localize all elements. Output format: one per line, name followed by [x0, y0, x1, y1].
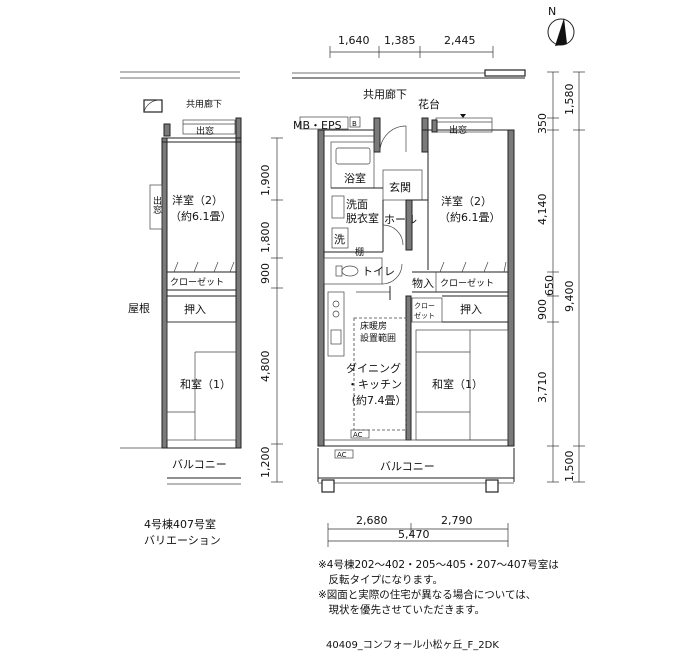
dim-right-b2: 900 — [536, 299, 549, 320]
note-line-1: ※4号棟202～402・205～405・207～407号室は — [318, 559, 559, 571]
note-line-4: 現状を優先させていただきます。 — [318, 604, 485, 616]
washitsu-right-label: 和室（1） — [432, 377, 483, 391]
hanadai-label: 花台 — [418, 97, 440, 111]
top-dimension-line: 1,640 1,385 2,445 — [329, 34, 494, 58]
dim-right-a1: 350 — [536, 113, 549, 134]
b-mark: B — [352, 120, 357, 128]
oshiire-right-label: 押入 — [460, 302, 482, 316]
variation-plan: 共用廊下 出窓 出窓 洋室（2） （約6.1畳） クローゼット 押入 屋根 和室… — [120, 71, 242, 485]
ac-label-1: AC — [353, 431, 363, 439]
bottom-dimension-lines: 2,680 2,790 5,470 — [327, 514, 509, 547]
dim-right-b4: 3,710 — [536, 372, 549, 404]
youshitsu-left-line1: 洋室（2） — [172, 193, 223, 207]
oshiire-left-label: 押入 — [184, 302, 206, 316]
balcony-left-label: バルコニー — [172, 458, 227, 471]
dk-line3: （約7.4畳） — [345, 393, 407, 407]
youshitsu-left-line2: （約6.1畳） — [170, 209, 232, 223]
bathroom-label: 浴室 — [344, 171, 366, 185]
youshitsu-right-line2: （約6.1畳） — [439, 210, 501, 224]
corridor: 共用廊下 花台 — [292, 69, 526, 111]
dim-bottom-2: 2,790 — [441, 514, 473, 527]
dim-left-5: 1,200 — [259, 447, 272, 479]
dim-top-1: 1,640 — [338, 34, 370, 47]
dk-line2: ・キッチン — [347, 378, 402, 391]
compass-letter: N — [548, 5, 556, 18]
dim-right-b5: 1,500 — [563, 451, 576, 483]
closet-right-label: クローゼット — [440, 277, 494, 289]
variation-caption: 4号棟407号室 バリエーション — [144, 517, 221, 549]
dim-right-total: 9,400 — [563, 281, 576, 313]
yane-label: 屋根 — [128, 301, 150, 315]
closet-small-line2: ゼット — [414, 311, 435, 320]
dim-right-b1: 4,140 — [536, 194, 549, 226]
wash-label: 洗 — [334, 233, 345, 246]
dim-bottom-1: 2,680 — [356, 514, 388, 527]
note-line-2: 反転タイプになります。 — [318, 574, 443, 586]
ac-label-2: AC — [337, 451, 347, 459]
plan-code: 40409_コンフォール小松ヶ丘_F_2DK — [326, 640, 499, 651]
washroom-line1: 洗面 — [346, 198, 368, 211]
right-dimension-lines: 350 1,580 4,140 900 650 3,710 1,500 9,40… — [536, 71, 585, 483]
toilet-label: トイレ — [362, 265, 395, 278]
caption-line1: 4号棟407号室 — [144, 518, 216, 531]
shared-corridor-left-label: 共用廊下 — [186, 98, 222, 110]
caption-line2: バリエーション — [144, 534, 221, 547]
note-line-3: ※図面と実際の住宅が異なる場合については、 — [318, 589, 537, 601]
dim-left-4: 4,800 — [259, 351, 272, 383]
dim-right-b3: 650 — [543, 275, 556, 296]
demado-right-label: 出窓 — [449, 124, 467, 136]
monoire-label: 物入 — [412, 276, 434, 290]
notes: ※4号棟202～402・205～405・207～407号室は 反転タイプになりま… — [318, 558, 688, 618]
floor-heating-line2: 設置範囲 — [360, 332, 396, 344]
floor-heating-line1: 床暖房 — [360, 320, 387, 332]
dim-bottom-total: 5,470 — [398, 528, 430, 541]
dim-left-1: 1,900 — [259, 165, 272, 197]
washitsu-left-label: 和室（1） — [180, 377, 231, 391]
dim-top-3: 2,445 — [444, 34, 476, 47]
dim-left-2: 1,800 — [259, 222, 272, 254]
balcony-right-label: バルコニー — [380, 460, 435, 473]
dim-top-2: 1,385 — [384, 34, 416, 47]
demado-left-label: 出窓 — [196, 125, 214, 137]
mb-eps-label: MB・EPS — [293, 119, 342, 132]
youshitsu-right-line1: 洋室（2） — [441, 194, 492, 208]
north-compass-icon: N — [547, 5, 575, 46]
closet-small-line1: クロー — [414, 302, 435, 310]
main-plan: MB・EPS B 出窓 浴室 玄関 洗面 脱衣室 洗 棚 — [293, 114, 515, 493]
closet-left-label: クローゼット — [170, 276, 224, 288]
dk-line1: ダイニング — [346, 361, 401, 375]
washroom-line2: 脱衣室 — [346, 211, 379, 225]
genkan-label: 玄関 — [389, 180, 411, 194]
dim-right-a2: 1,580 — [563, 84, 576, 116]
dim-left-3: 900 — [259, 263, 272, 284]
left-dimension-line: 1,900 1,800 900 4,800 1,200 — [259, 137, 283, 483]
demado-side-label: 出窓 — [151, 195, 162, 214]
common-corridor-label: 共用廊下 — [363, 87, 407, 101]
